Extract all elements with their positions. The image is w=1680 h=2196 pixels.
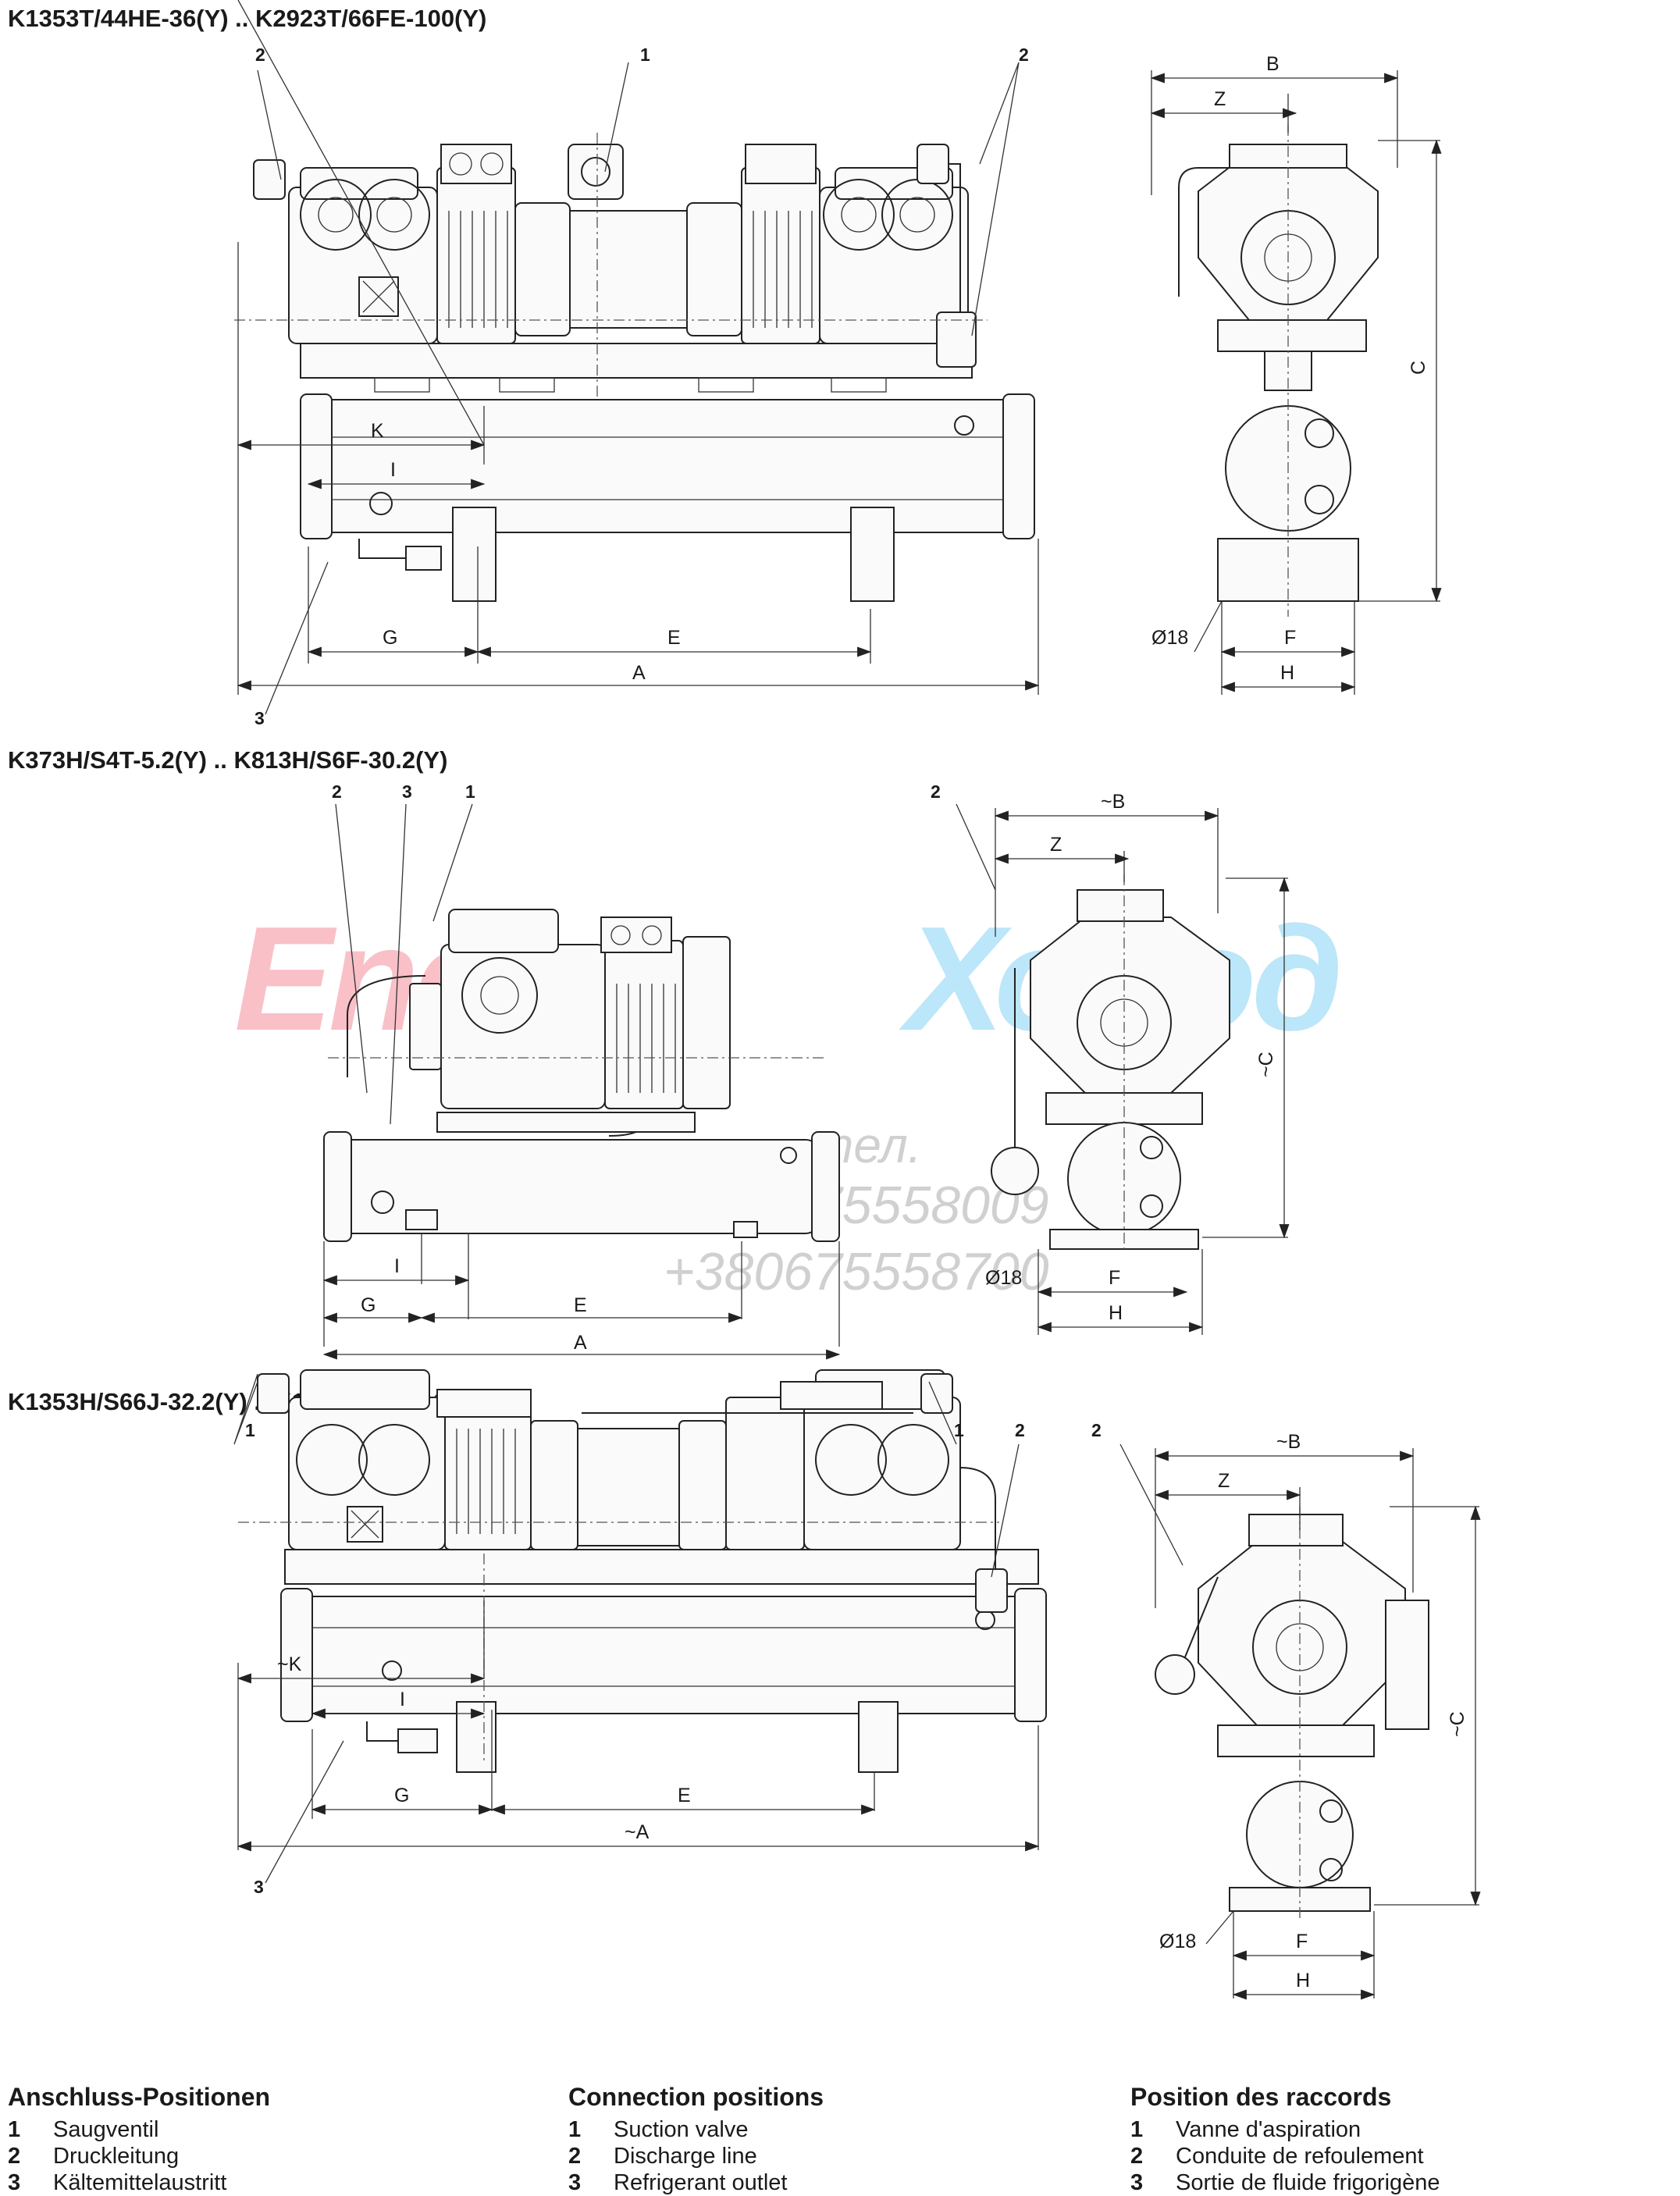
s1-callout-2-left: 2 — [255, 44, 265, 65]
s2-dim-C: ~C — [1255, 1052, 1277, 1077]
s2-dim-E: E — [574, 1294, 587, 1316]
s1-baseframe — [300, 343, 973, 379]
section3-front-view: ~K I G E ~A 1 1 2 3 — [233, 1369, 1047, 1897]
s3-dim-K: ~K — [277, 1653, 302, 1675]
s2-dim-F: F — [1109, 1267, 1120, 1289]
legend-fr-heading: Position des raccords — [1130, 2083, 1392, 2111]
section-title-2: K373H/S4T-5.2(Y) .. K813H/S6F-30.2(Y) — [8, 746, 448, 774]
section2-side-view: ~B Z ~C F H Ø18 2 — [931, 781, 1290, 1335]
s1-callout-2-right: 2 — [1019, 44, 1029, 65]
s1-dim-E: E — [667, 627, 681, 649]
s2-callout-3: 3 — [402, 781, 412, 802]
s1-dim-A: A — [632, 662, 646, 684]
s2-dim-Z: Z — [1050, 834, 1062, 856]
s1-condenser — [308, 399, 1027, 533]
section1-side-view: B Z C F H Ø18 — [1150, 53, 1442, 695]
s3-dim-C: ~C — [1447, 1711, 1468, 1737]
s1-dim-I: I — [390, 459, 396, 481]
s3-dim-B: ~B — [1276, 1431, 1301, 1453]
s3-dim-A: ~A — [625, 1821, 650, 1843]
s3-dim-F: F — [1296, 1931, 1308, 1952]
s2-dim-B: ~B — [1101, 791, 1125, 813]
s1-callout-3: 3 — [254, 708, 265, 728]
legend-de-heading: Anschluss-Positionen — [8, 2083, 271, 2111]
s1-callout-1: 1 — [640, 44, 650, 65]
s1-dim-B: B — [1266, 53, 1280, 75]
s2-dim-diameter: Ø18 — [985, 1267, 1022, 1289]
s3-baseframe — [284, 1549, 1039, 1585]
s1-dim-lines — [237, 0, 1040, 715]
s1-dim-G: G — [383, 627, 397, 649]
s3-callout-1-right: 1 — [954, 1420, 964, 1440]
s3-callout-1-left: 1 — [245, 1420, 255, 1440]
s2-dim-G: G — [361, 1294, 376, 1316]
s3-callout-3: 3 — [254, 1877, 264, 1897]
s3-dim-diameter: Ø18 — [1159, 1931, 1196, 1952]
section-title-1: K1353T/44HE-36(Y) .. K2923T/66FE-100(Y) — [8, 5, 487, 32]
s1-dim-diameter: Ø18 — [1151, 627, 1188, 649]
s1-dim-Z: Z — [1214, 88, 1226, 110]
s2-dim-H: H — [1109, 1302, 1123, 1324]
s3-dim-H: H — [1296, 1970, 1310, 1991]
s2-callout-1: 1 — [465, 781, 475, 802]
s3-dim-G: G — [394, 1785, 409, 1806]
legend-en-heading: Connection positions — [568, 2083, 824, 2111]
s3-dim-E: E — [678, 1785, 691, 1806]
s1-suction-valve — [568, 144, 624, 200]
s1-dim-H: H — [1280, 662, 1294, 684]
s2-compressor — [440, 944, 606, 1109]
s2-dim-I: I — [394, 1255, 400, 1277]
section1-front-view: K I G E A 2 1 2 3 — [234, 0, 1040, 728]
s1-dim-F: F — [1284, 627, 1296, 649]
section3-side-view: ~B Z ~C F H Ø18 2 — [1091, 1420, 1481, 2000]
s2-callout-2-side: 2 — [931, 781, 941, 802]
s1-dim-C: C — [1408, 361, 1429, 375]
s3-callout-2: 2 — [1015, 1420, 1025, 1440]
s3-right-compressor — [803, 1397, 961, 1550]
s3-dim-Z: Z — [1218, 1470, 1230, 1492]
section2-front-view: I G E A 2 3 1 — [322, 781, 841, 1360]
s1-dim-K: K — [371, 420, 384, 442]
s3-callout-2-side: 2 — [1091, 1420, 1102, 1440]
s2-dim-A: A — [574, 1332, 587, 1354]
s3-dim-I: I — [400, 1689, 405, 1710]
s2-callout-2: 2 — [332, 781, 342, 802]
watermark-phone-2: +380675558700 — [664, 1242, 1049, 1301]
